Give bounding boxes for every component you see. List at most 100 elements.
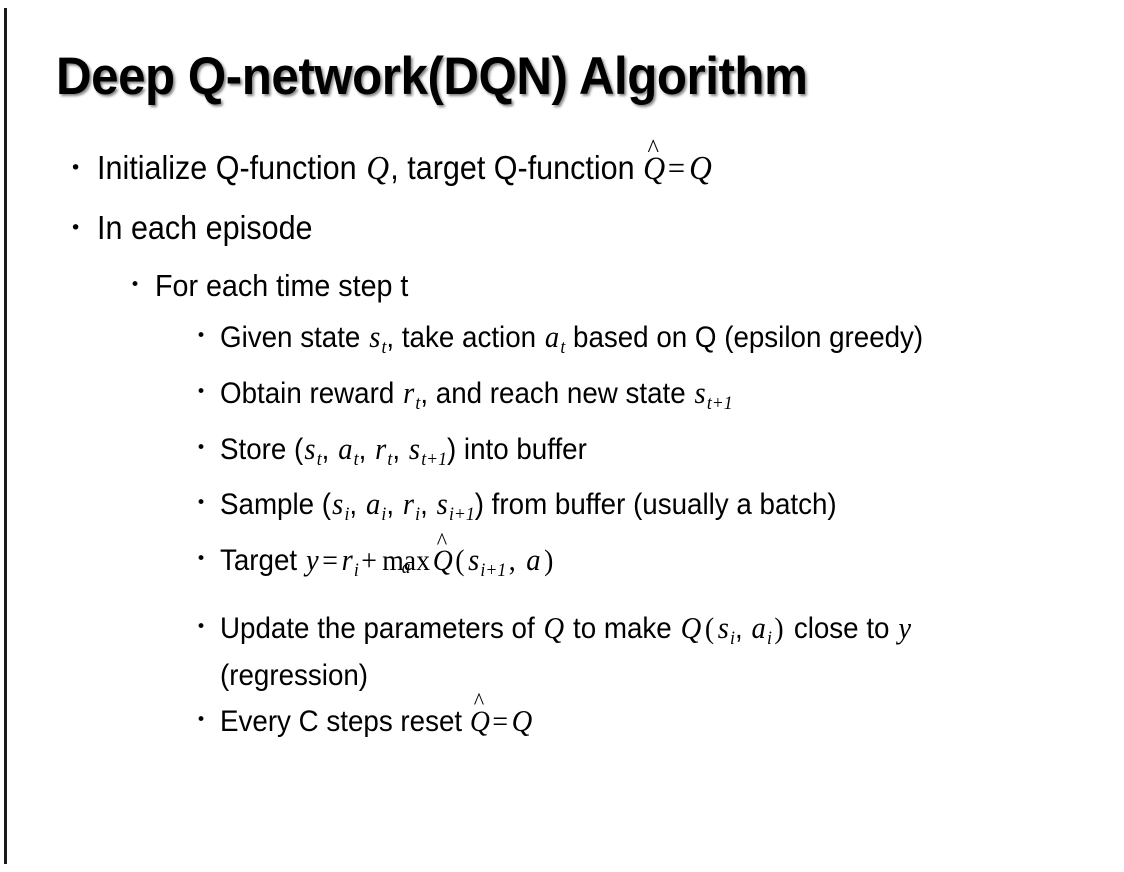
- text-run: Update the parameters of: [220, 611, 543, 645]
- bullet-marker: •: [196, 709, 207, 730]
- bullet-marker: •: [196, 381, 207, 402]
- math-var-a: a: [544, 319, 560, 354]
- text-run: ,: [392, 432, 408, 466]
- math-equals: =: [492, 704, 509, 738]
- math-subscript: t: [381, 336, 387, 358]
- list-item-text: Store (st, at, rt, st+1) into buffer: [220, 430, 1056, 478]
- math-subscript: i+1: [480, 559, 507, 581]
- list-item: • Initialize Q-function Q, target Q-func…: [0, 135, 1124, 189]
- math-subscript: t: [316, 448, 322, 470]
- hat-base: Q: [432, 544, 453, 577]
- list-item: • For each time step t: [0, 267, 1124, 305]
- text-run: , target Q-function: [390, 149, 644, 186]
- math-var-r: r: [341, 542, 353, 577]
- text-run: , take action: [386, 321, 544, 354]
- list-item: • Store (st, at, rt, st+1) into buffer: [0, 430, 1124, 478]
- math-var-s2: s: [408, 430, 421, 466]
- text-run: Given state: [220, 321, 369, 354]
- math-var-s: s: [694, 374, 706, 410]
- list-item-text: Given state st, take action at based on …: [220, 318, 1056, 366]
- list-item-text: For each time step t: [155, 268, 409, 303]
- math-paren-close: ): [774, 611, 784, 645]
- list-item-text: Initialize Q-function Q, target Q-functi…: [97, 135, 1047, 189]
- text-run: , and reach new state: [420, 376, 694, 410]
- math-subscript: i: [353, 559, 359, 581]
- math-equals: =: [322, 544, 338, 577]
- list-item: • Given state st, take action at based o…: [0, 318, 1124, 366]
- list-item-text: Every C steps reset ^Q=Q: [220, 690, 1056, 740]
- math-var-q: Q: [543, 609, 565, 645]
- hat-accent: ^: [436, 528, 448, 555]
- math-paren-open: (: [704, 611, 715, 645]
- bullet-marker: •: [196, 326, 207, 346]
- math-var-s: s: [468, 542, 480, 577]
- slide-left-border: [4, 8, 7, 864]
- text-run: ,: [734, 611, 751, 645]
- hat-base: Q: [643, 151, 666, 187]
- list-item: • Obtain reward rt, and reach new state …: [0, 374, 1124, 422]
- math-subscript: i: [766, 627, 772, 649]
- text-run: ) from buffer (usually a batch): [474, 488, 837, 522]
- text-run: (regression): [220, 658, 369, 692]
- list-item-text: Update the parameters of Q to make Q(si,…: [220, 609, 1056, 694]
- math-q-hat: ^Q: [469, 690, 490, 740]
- math-var-s: s: [717, 609, 729, 645]
- math-subscript: t: [560, 336, 566, 358]
- bullet-list: • Initialize Q-function Q, target Q-func…: [0, 135, 1124, 748]
- max-limit: a: [401, 557, 411, 579]
- math-var-r: r: [402, 486, 415, 522]
- math-var-y: y: [305, 542, 319, 577]
- math-comma: ,: [508, 544, 523, 577]
- math-var-a: a: [526, 542, 541, 577]
- text-run: to make: [565, 611, 680, 645]
- hat-accent: ^: [473, 689, 485, 716]
- text-run: ,: [386, 488, 402, 522]
- math-q-hat: ^Q: [643, 135, 666, 189]
- text-run: ,: [321, 432, 338, 466]
- text-run: ,: [358, 432, 374, 466]
- max-label: max: [382, 544, 430, 577]
- math-var-a: a: [365, 486, 381, 522]
- math-var-q: Q: [511, 702, 533, 738]
- text-run: close to: [786, 611, 898, 645]
- math-subscript: i: [381, 504, 387, 525]
- list-item-text: In each episode: [97, 209, 313, 246]
- text-run: Every C steps reset: [220, 704, 470, 738]
- bullet-marker: •: [70, 157, 82, 179]
- math-subscript: t: [387, 448, 393, 470]
- math-var-q: Q: [366, 150, 390, 187]
- math-var-s: s: [304, 430, 316, 466]
- math-equals: =: [667, 151, 686, 187]
- math-subscript: t+1: [706, 392, 733, 414]
- math-var-a: a: [751, 609, 766, 645]
- bullet-marker: •: [196, 616, 207, 637]
- text-run: Initialize Q-function: [97, 149, 366, 186]
- list-item: • Every C steps reset ^Q=Q: [0, 690, 1124, 740]
- math-subscript: t+1: [421, 448, 447, 470]
- math-subscript: i: [730, 627, 735, 649]
- text-run: Target: [220, 544, 305, 577]
- math-var-r: r: [403, 374, 415, 410]
- list-item: • Sample (si, ai, ri, si+1) from buffer …: [0, 485, 1124, 533]
- bullet-marker: •: [196, 493, 207, 514]
- math-subscript: i: [415, 504, 421, 525]
- math-var-r: r: [375, 430, 387, 466]
- math-q-hat: ^Q: [432, 530, 453, 579]
- list-item-text: Obtain reward rt, and reach new state st…: [220, 374, 1056, 422]
- list-item: • In each episode: [0, 208, 1124, 248]
- bullet-marker: •: [196, 437, 207, 458]
- math-var-s: s: [332, 486, 344, 522]
- hat-accent: ^: [647, 133, 659, 164]
- text-run: based on Q (epsilon greedy): [565, 321, 924, 354]
- text-run: ,: [420, 488, 436, 522]
- math-var-s: s: [369, 319, 381, 354]
- bullet-marker: •: [70, 217, 82, 239]
- hat-base: Q: [469, 704, 490, 738]
- math-subscript: t: [353, 448, 359, 470]
- text-run: Obtain reward: [220, 376, 403, 410]
- page-title: Deep Q-network(DQN) Algorithm: [56, 47, 808, 106]
